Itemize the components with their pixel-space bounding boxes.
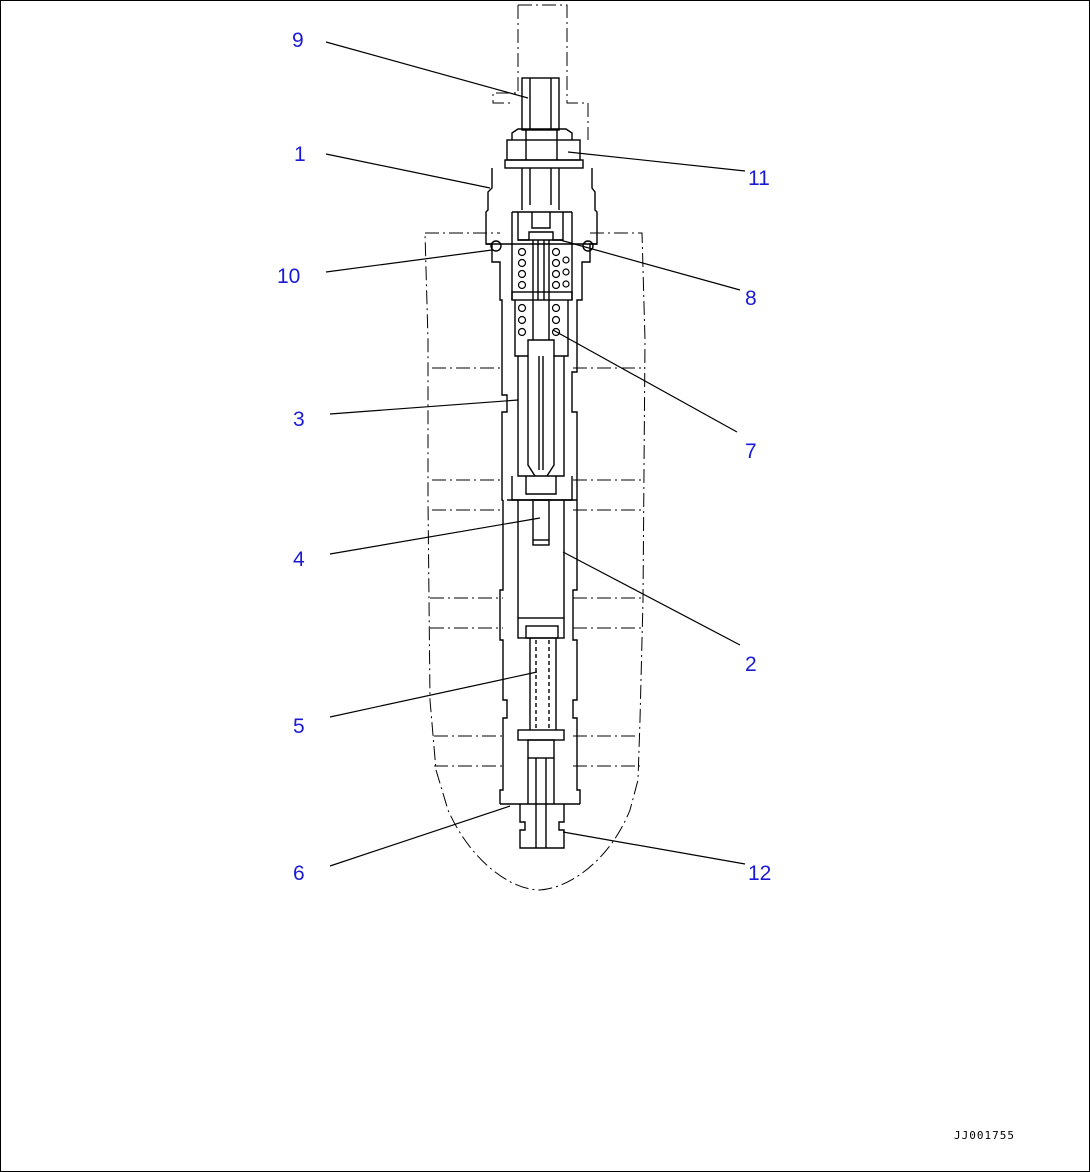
- leader-1: [325, 153, 491, 189]
- callout-2: 2: [745, 653, 757, 676]
- valve-body: [485, 168, 598, 501]
- leader-7: [552, 329, 738, 433]
- callout-5: 5: [293, 715, 305, 738]
- leader-9: [325, 41, 529, 99]
- lock-nut: [504, 128, 584, 169]
- screw-shaft: [521, 168, 560, 210]
- leader-3: [329, 399, 519, 415]
- spring-coils: [517, 247, 570, 337]
- leader-8: [559, 239, 741, 291]
- phantom-outline: [424, 4, 646, 891]
- callout-1: 1: [294, 143, 306, 166]
- callout-8: 8: [745, 287, 757, 310]
- sleeve: [499, 499, 581, 849]
- leader-2: [562, 551, 741, 646]
- check-plug: [517, 617, 565, 848]
- callout-7: 7: [745, 440, 757, 463]
- leader-6: [329, 805, 511, 867]
- spring-sleeve: [511, 291, 573, 357]
- leader-10: [325, 249, 493, 273]
- callout-4: 4: [293, 548, 305, 571]
- callout-6: 6: [293, 862, 305, 885]
- leader-11: [567, 151, 746, 172]
- callout-12: 12: [748, 862, 772, 885]
- leader-12: [562, 831, 746, 865]
- leader-4: [329, 517, 541, 555]
- spring-seat: [517, 212, 564, 241]
- drawing-code: JJ001755: [954, 1129, 1015, 1142]
- callout-11: 11: [748, 167, 770, 190]
- callout-3: 3: [293, 408, 305, 431]
- leader-5: [329, 671, 538, 718]
- leader-lines: [325, 41, 746, 867]
- callout-10: 10: [277, 265, 301, 288]
- guide-rod: [532, 240, 550, 300]
- adjusting-screw: [521, 77, 560, 131]
- callout-9: 9: [292, 29, 304, 52]
- poppet: [507, 356, 577, 501]
